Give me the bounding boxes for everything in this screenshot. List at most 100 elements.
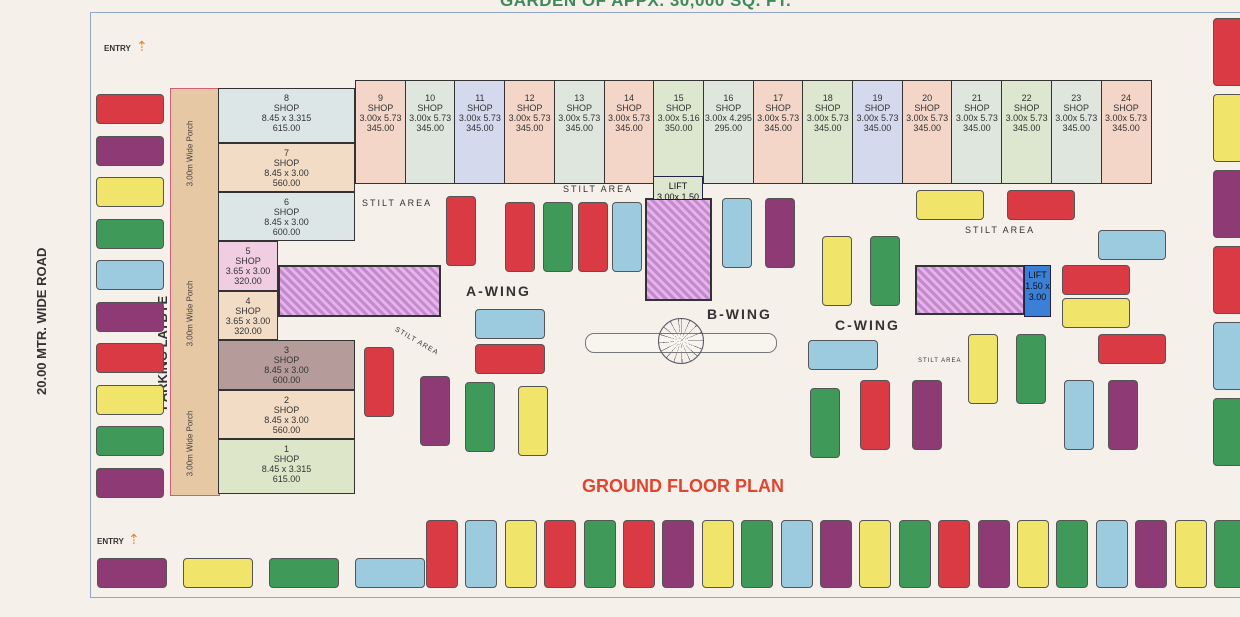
- parked-car: [1098, 334, 1166, 364]
- shop-size: 3.00x 5.73: [1104, 113, 1148, 123]
- parked-car: [96, 177, 164, 207]
- parked-car: [583, 520, 616, 588]
- shop-area: 320.00: [234, 326, 262, 336]
- shop-type: SHOP: [367, 103, 394, 113]
- shop-type: SHOP: [516, 103, 543, 113]
- parked-car: [475, 344, 545, 374]
- shop-size: 3.00x 5.73: [806, 113, 849, 123]
- parked-car: [1064, 380, 1094, 450]
- shop-type: SHOP: [864, 103, 891, 113]
- parked-car: [465, 520, 498, 588]
- stilt-area-label: STILT AREA: [965, 225, 1036, 235]
- shop-type: SHOP: [235, 306, 261, 316]
- shop-area: 345.00: [565, 123, 594, 133]
- shop-no: 14: [623, 93, 634, 103]
- parked-car: [898, 520, 931, 588]
- parked-car: [1098, 230, 1166, 260]
- parked-car: [446, 196, 476, 266]
- parked-car: [1214, 520, 1240, 588]
- parked-car: [741, 520, 774, 588]
- shop-area: 615.00: [272, 474, 301, 484]
- shop-size: 3.00x 5.16: [657, 113, 700, 123]
- parked-car: [938, 520, 971, 588]
- shop-size: 3.00x 5.73: [1005, 113, 1048, 123]
- parked-car: [859, 520, 892, 588]
- shop-type: SHOP: [273, 103, 300, 113]
- shop-no: 6: [283, 197, 289, 207]
- shop-area: 345.00: [515, 123, 544, 133]
- entry-bottom-arrow-icon: ⇡: [128, 531, 140, 547]
- parked-car: [612, 202, 642, 272]
- parked-car: [1135, 520, 1168, 588]
- c-wing-staircase: [915, 265, 1025, 315]
- parked-car: [96, 260, 164, 290]
- parked-car: [1108, 380, 1138, 450]
- parked-car: [426, 520, 458, 588]
- parked-car: [96, 384, 164, 415]
- shop-no: 19: [872, 93, 883, 103]
- c-wing-lift: LIFT 1.50 x 3.00: [1024, 265, 1051, 317]
- parked-car: [269, 558, 339, 588]
- parked-car: [780, 520, 813, 588]
- shop-size: 8.45 x 3.315: [261, 113, 312, 123]
- parked-car: [1213, 170, 1240, 238]
- shop-size: 3.00x 5.73: [906, 113, 949, 123]
- parked-car: [96, 135, 164, 166]
- parked-car: [662, 520, 695, 588]
- parked-car: [977, 520, 1010, 588]
- shop-type: SHOP: [665, 103, 692, 113]
- parked-car: [916, 190, 984, 220]
- shop-area: 345.00: [416, 123, 444, 133]
- shop-type: SHOP: [715, 103, 742, 113]
- shop-area: 615.00: [272, 123, 301, 133]
- shop-no: 17: [773, 93, 784, 103]
- parked-car: [465, 382, 495, 452]
- shop-area: 345.00: [366, 123, 395, 133]
- parked-car: [860, 380, 890, 450]
- shop-no: 9: [377, 93, 383, 103]
- parked-car: [1062, 298, 1130, 328]
- shop-no: 15: [673, 93, 684, 103]
- shop-type: SHOP: [1013, 103, 1040, 113]
- parked-car: [96, 467, 164, 498]
- stilt-area-label: STILT AREA: [563, 184, 634, 194]
- shop-no: 20: [922, 93, 933, 103]
- shop-area: 560.00: [272, 425, 301, 435]
- parked-car: [355, 558, 425, 588]
- shop-no: 4: [245, 296, 251, 306]
- shop-size: 8.45 x 3.00: [264, 168, 309, 178]
- shop-no: 12: [524, 93, 535, 103]
- parked-car: [808, 340, 878, 370]
- shop-no: 2: [283, 395, 289, 405]
- parked-car: [1213, 322, 1240, 390]
- fountain-icon: [658, 318, 704, 364]
- parked-car: [505, 202, 535, 272]
- shop-size: 3.65 x 3.00: [225, 266, 271, 276]
- lift-label: LIFT: [668, 181, 688, 191]
- parked-car: [1062, 265, 1130, 295]
